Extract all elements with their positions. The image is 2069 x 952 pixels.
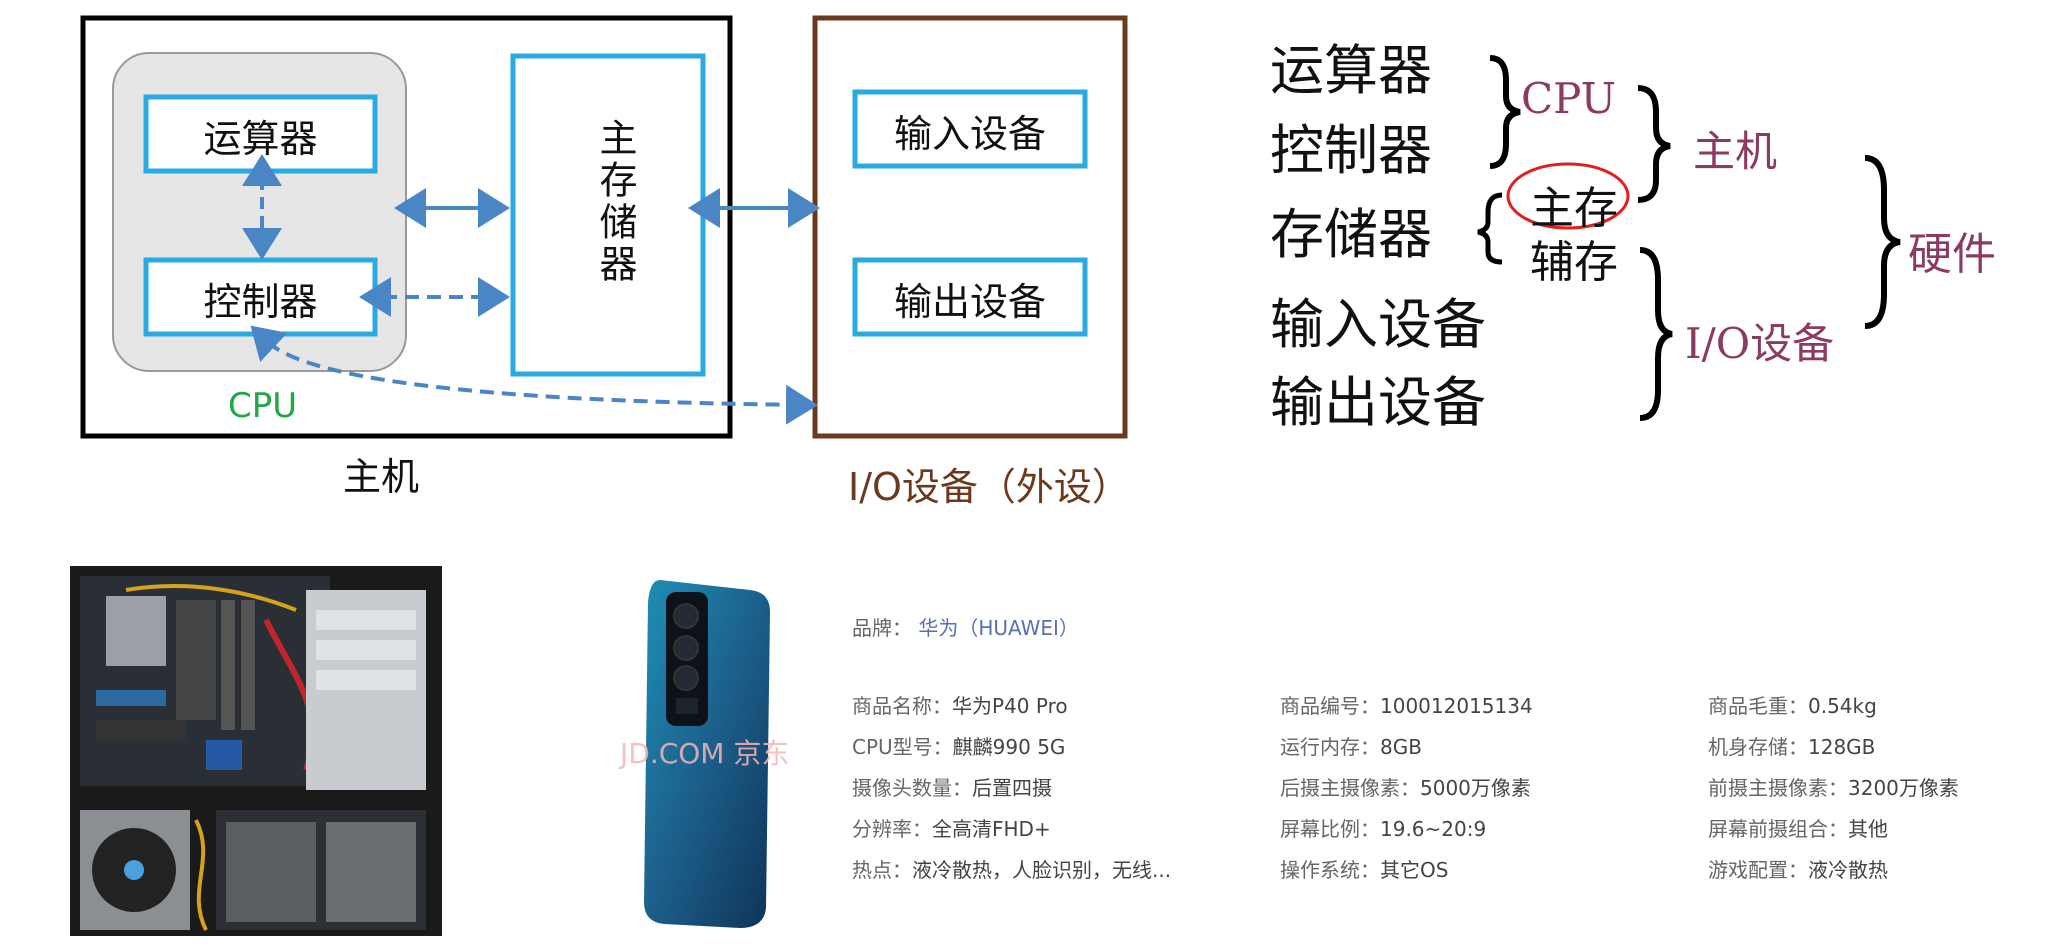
- tree-cpu-label: CPU: [1521, 74, 1617, 123]
- spec-value: 其它OS: [1380, 858, 1449, 882]
- tree-item-input: 输入设备: [1270, 293, 1486, 356]
- spec-key: 分辨率：: [852, 817, 932, 841]
- spec-value: 100012015134: [1380, 694, 1533, 718]
- pc-tower-photo: [70, 566, 442, 936]
- jd-watermark: JD.COM 京东: [620, 737, 790, 770]
- spec-item: 前摄主摄像素：3200万像素: [1708, 772, 1959, 801]
- main-memory-label: 主存储器: [593, 118, 637, 286]
- brace-io: [1639, 247, 1673, 421]
- spec-key: 后摄主摄像素：: [1280, 776, 1420, 800]
- tree-main-mem-label: 主存: [1530, 183, 1618, 234]
- spec-key: 游戏配置：: [1708, 858, 1808, 882]
- spec-key: 屏幕比例：: [1280, 817, 1380, 841]
- spec-item: 热点：液冷散热，人脸识别，无线...: [852, 854, 1171, 883]
- spec-item: 机身存储：128GB: [1708, 731, 1875, 760]
- spec-item: 摄像头数量：后置四摄: [852, 772, 1052, 801]
- spec-value: 3200万像素: [1848, 776, 1959, 800]
- main-memory-circle: [1506, 162, 1630, 230]
- spec-value: 8GB: [1380, 735, 1422, 759]
- spec-item: 商品毛重：0.54kg: [1708, 690, 1877, 719]
- tree-aux-mem-label: 辅存: [1530, 237, 1618, 288]
- spec-key: 摄像头数量：: [852, 776, 972, 800]
- spec-item: 后摄主摄像素：5000万像素: [1280, 772, 1531, 801]
- spec-key: 屏幕前摄组合：: [1708, 817, 1848, 841]
- spec-key: 商品名称：: [852, 694, 952, 718]
- spec-key: 操作系统：: [1280, 858, 1380, 882]
- brace-memory: [1477, 192, 1503, 265]
- brace-cpu: [1489, 55, 1521, 169]
- spec-value: 华为P40 Pro: [952, 694, 1068, 718]
- spec-item: 游戏配置：液冷散热: [1708, 854, 1888, 883]
- computer-structure-diagram: [80, 15, 1128, 439]
- spec-value: 5000万像素: [1420, 776, 1531, 800]
- spec-brand-value[interactable]: 华为（HUAWEI）: [918, 616, 1079, 640]
- output-device-box: [852, 257, 1088, 337]
- spec-item: 操作系统：其它OS: [1280, 854, 1448, 883]
- alu-label: 运算器: [203, 117, 318, 161]
- spec-item: 屏幕比例：19.6~20:9: [1280, 813, 1486, 842]
- tree-item-cu: 控制器: [1270, 119, 1432, 182]
- spec-value: 后置四摄: [972, 776, 1052, 800]
- cu-io-dashed-arrow: [250, 325, 818, 425]
- tree-item-memory: 存储器: [1270, 203, 1432, 266]
- tree-braces: [1477, 55, 1901, 421]
- output-device-label: 输出设备: [893, 280, 1046, 324]
- spec-item: 商品名称：华为P40 Pro: [852, 690, 1068, 719]
- spec-brand: 品牌： 华为（HUAWEI）: [852, 612, 1079, 641]
- spec-value: 麒麟990 5G: [952, 735, 1066, 759]
- tree-host-label: 主机: [1693, 127, 1778, 176]
- tree-item-alu: 运算器: [1270, 39, 1432, 102]
- spec-value: 128GB: [1808, 735, 1876, 759]
- cu-label: 控制器: [203, 280, 318, 324]
- spec-item: 屏幕前摄组合：其他: [1708, 813, 1888, 842]
- spec-key: CPU型号：: [852, 735, 953, 759]
- spec-item: 商品编号：100012015134: [1280, 690, 1533, 719]
- spec-key: 运行内存：: [1280, 735, 1380, 759]
- spec-value: 液冷散热: [1808, 858, 1888, 882]
- spec-item: 运行内存：8GB: [1280, 731, 1422, 760]
- cpu-label: CPU: [228, 386, 298, 426]
- input-device-label: 输入设备: [893, 112, 1046, 156]
- spec-value: 19.6~20:9: [1380, 817, 1487, 841]
- spec-key: 热点：: [852, 858, 912, 882]
- phone-photo: [644, 580, 770, 928]
- spec-key: 机身存储：: [1708, 735, 1808, 759]
- io-label: I/O设备（外设）: [848, 465, 1130, 509]
- spec-key: 商品编号：: [1280, 694, 1380, 718]
- spec-value: 全高清FHD+: [932, 817, 1051, 841]
- input-device-box: [852, 89, 1088, 169]
- spec-item: 分辨率：全高清FHD+: [852, 813, 1051, 842]
- host-label: 主机: [343, 455, 420, 499]
- spec-value[interactable]: 液冷散热，人脸识别，无线...: [912, 858, 1172, 882]
- spec-key: 商品毛重：: [1708, 694, 1808, 718]
- spec-item: CPU型号：麒麟990 5G: [852, 731, 1065, 760]
- brace-hardware: [1864, 155, 1901, 329]
- tree-item-output: 输出设备: [1270, 371, 1486, 434]
- spec-value: 0.54kg: [1808, 694, 1877, 718]
- tree-hardware-label: 硬件: [1908, 229, 1996, 280]
- spec-key: 前摄主摄像素：: [1708, 776, 1848, 800]
- spec-brand-key: 品牌：: [852, 616, 912, 640]
- brace-host: [1637, 85, 1671, 203]
- tree-io-label: I/O设备: [1685, 319, 1835, 368]
- spec-value: 其他: [1848, 817, 1888, 841]
